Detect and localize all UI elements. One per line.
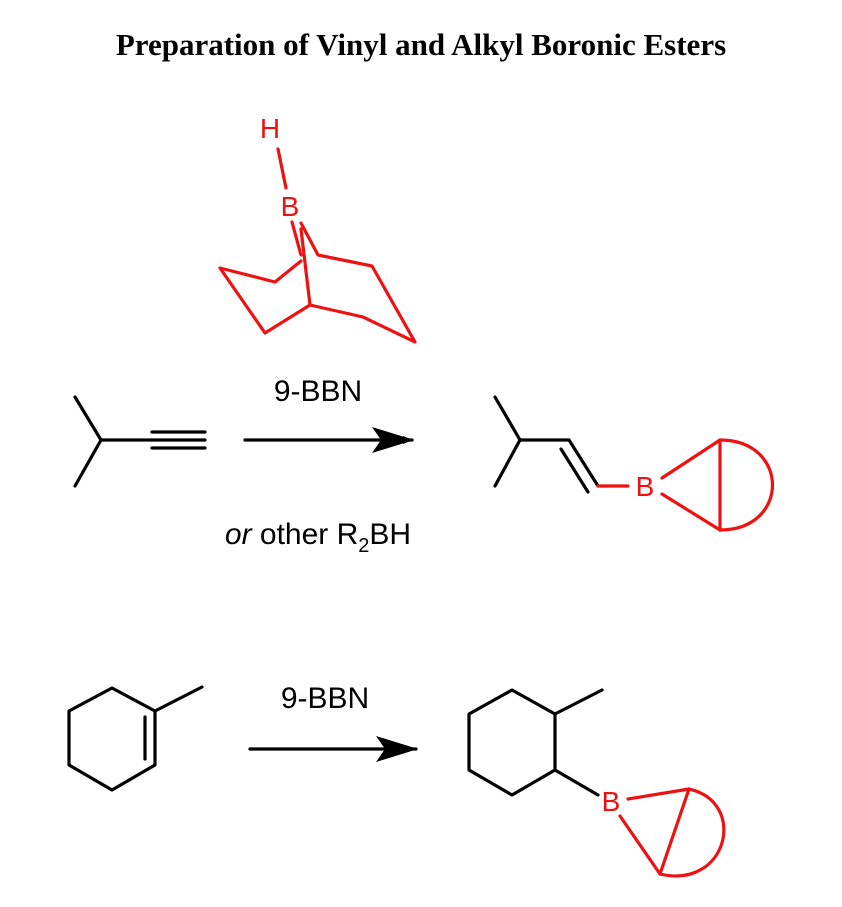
hydrogen-atom-label: H <box>260 113 280 144</box>
arrowhead-1 <box>372 427 414 453</box>
arrowhead-2 <box>376 736 418 762</box>
9-bbn-structure: H B <box>218 113 417 344</box>
reaction-2: 9-BBN B <box>67 682 726 878</box>
bridge-bond <box>299 227 312 307</box>
b-ring-bond <box>290 220 303 257</box>
condition-label: or other R2BH <box>225 518 411 557</box>
alkyne-reactant <box>73 395 207 488</box>
b-h-bond <box>276 147 288 190</box>
boron-atom-label: B <box>281 191 300 222</box>
reagent-label-2: 9-BBN <box>281 682 369 715</box>
reagent-label-1: 9-BBN <box>274 375 362 408</box>
alkyl-boronate-product: B <box>467 688 726 878</box>
bicyclic-ring-front <box>218 221 417 344</box>
page-title: Preparation of Vinyl and Alkyl Boronic E… <box>116 27 726 62</box>
vinyl-boronate-product: B <box>493 395 775 532</box>
product-1-boron-label: B <box>636 471 655 502</box>
reaction-1: 9-BBN or other R2BH B <box>73 375 775 557</box>
product-2-boron-label: B <box>602 786 621 817</box>
methylcyclohexene-reactant <box>67 685 204 792</box>
